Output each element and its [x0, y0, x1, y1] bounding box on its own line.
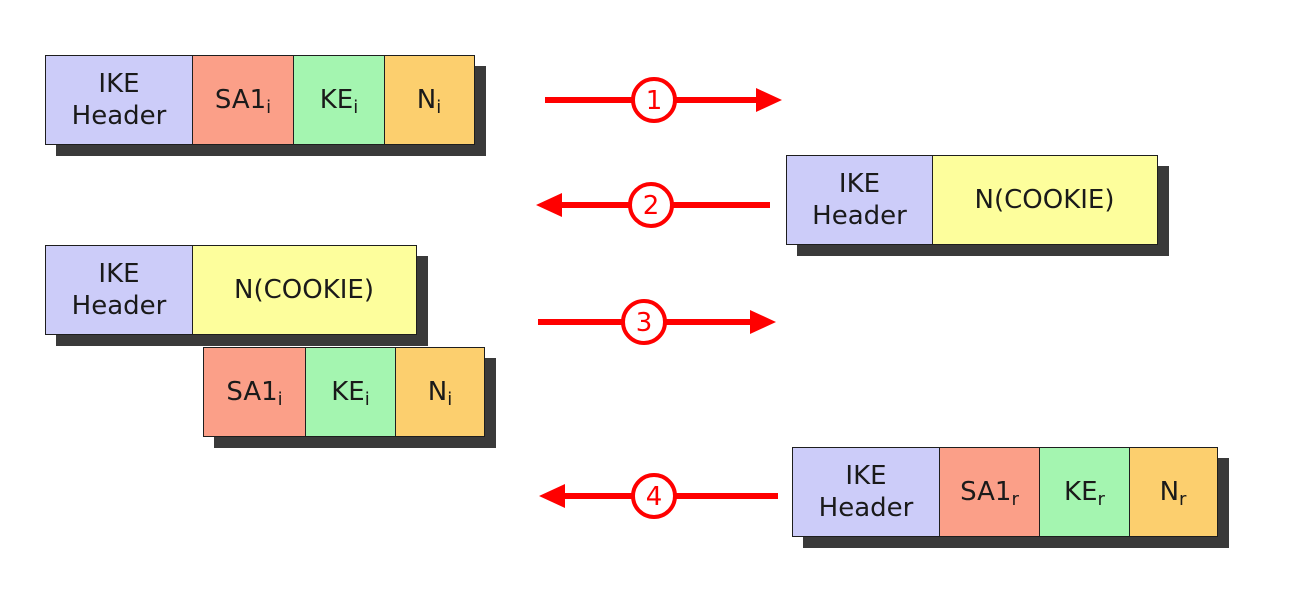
- cookie-label: N(COOKIE): [974, 185, 1115, 215]
- ke-label: KE: [319, 85, 354, 115]
- cookie-label: N(COOKIE): [234, 275, 374, 305]
- ike-header-line1: IKE: [838, 169, 881, 199]
- message-3-header-packet: IKE Header N(COOKIE): [45, 245, 427, 346]
- ike-header-line2: Header: [818, 493, 914, 523]
- nonce-label: N: [416, 85, 437, 115]
- step-1-label: 1: [646, 86, 663, 116]
- message-2-packet: IKE Header N(COOKIE): [786, 155, 1168, 256]
- sa-label: SA1: [226, 377, 278, 407]
- nonce-label: N: [427, 377, 448, 407]
- ke-label: KE: [331, 377, 365, 407]
- ike-header-line1: IKE: [98, 259, 140, 289]
- arrow-step-2: 2: [536, 182, 770, 228]
- step-3-label: 3: [636, 308, 653, 338]
- step-4-label: 4: [646, 482, 663, 512]
- ike-header-line1: IKE: [98, 69, 140, 99]
- nonce-label: N: [1159, 477, 1180, 507]
- ike-header-field: IKE Header: [45, 245, 193, 335]
- sa-label: SA1: [960, 477, 1012, 507]
- ike-header-line1: IKE: [845, 461, 887, 491]
- step-2-label: 2: [643, 191, 660, 221]
- ike-header-line2: Header: [71, 101, 167, 131]
- arrow-step-3: 3: [538, 299, 776, 345]
- arrow-step-4: 4: [539, 473, 778, 519]
- ike-header-line2: Header: [71, 291, 167, 321]
- ke-label: KE: [1064, 477, 1098, 507]
- ike-header-line2: Header: [812, 201, 907, 231]
- ike-header-field: IKE Header: [792, 447, 940, 537]
- ike-header-field: IKE Header: [786, 155, 933, 245]
- arrow-step-1: 1: [545, 77, 782, 123]
- cookie-field: N(COOKIE): [191, 245, 417, 335]
- sa-label: SA1: [214, 85, 267, 115]
- cookie-field: N(COOKIE): [931, 155, 1158, 245]
- ike-header-field: IKE Header: [45, 55, 193, 145]
